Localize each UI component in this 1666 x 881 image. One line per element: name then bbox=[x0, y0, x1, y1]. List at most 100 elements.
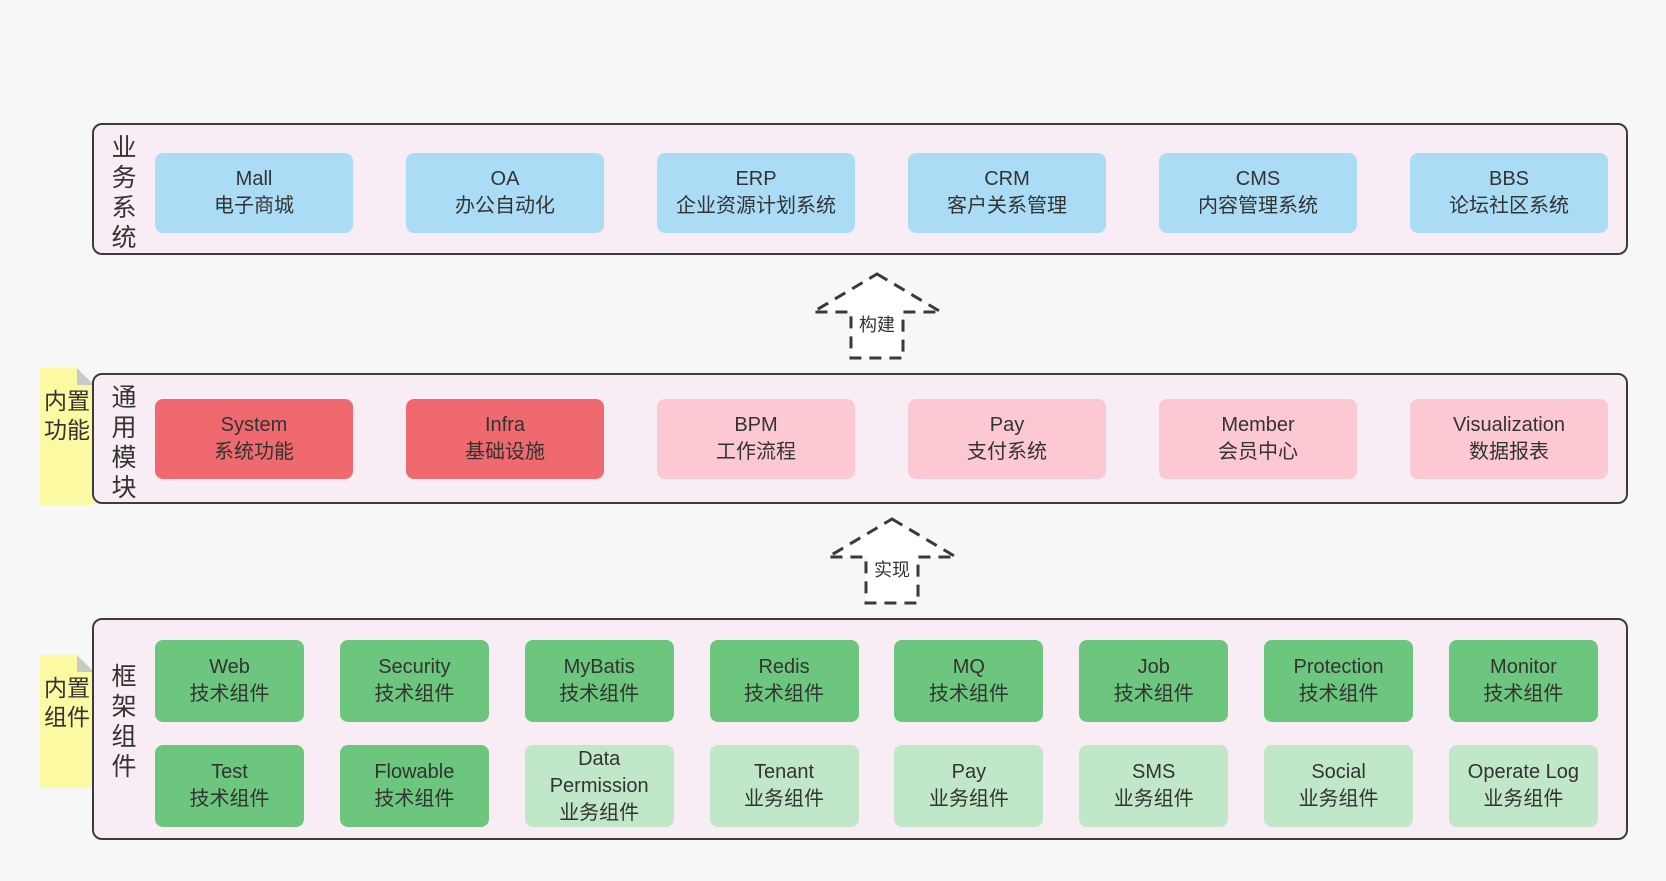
common-modules-layer: 通用模块 System 系统功能 Infra 基础设施 BPM 工作流程 Pay… bbox=[92, 373, 1628, 504]
box-oa: OA 办公自动化 bbox=[406, 153, 604, 233]
framework-components-layer: 框架组件 Web 技术组件 Security 技术组件 MyBatis 技术组件… bbox=[92, 618, 1628, 840]
built-in-components-note-label: 内置组件 bbox=[44, 675, 90, 730]
box-title: ERP bbox=[735, 168, 777, 190]
box-subtitle: 业务组件 bbox=[1483, 788, 1564, 810]
box-subtitle: 技术组件 bbox=[928, 683, 1009, 705]
box-cms: CMS 内容管理系统 bbox=[1159, 153, 1357, 233]
box-member: Member 会员中心 bbox=[1159, 399, 1357, 479]
box-protection: Protection 技术组件 bbox=[1264, 640, 1414, 722]
box-subtitle: 业务组件 bbox=[1298, 788, 1379, 810]
box-subtitle: 业务组件 bbox=[559, 801, 640, 824]
box-subtitle: 业务组件 bbox=[928, 788, 1009, 810]
box-title: Web bbox=[209, 656, 250, 678]
box-subtitle: 业务组件 bbox=[744, 788, 825, 810]
box-crm: CRM 客户关系管理 bbox=[908, 153, 1106, 233]
box-title: MyBatis bbox=[563, 656, 635, 678]
box-subtitle: 办公自动化 bbox=[455, 195, 555, 217]
box-subtitle: 基础设施 bbox=[465, 441, 545, 463]
built-in-functions-note: 内置功能 bbox=[40, 368, 94, 505]
box-title: Data Permission bbox=[549, 747, 649, 797]
box-title: Security bbox=[378, 656, 451, 678]
common-modules-row: System 系统功能 Infra 基础设施 BPM 工作流程 Pay 支付系统… bbox=[155, 399, 1608, 479]
box-title: Test bbox=[211, 761, 248, 783]
box-title: Monitor bbox=[1490, 656, 1557, 678]
business-systems-row: Mall 电子商城 OA 办公自动化 ERP 企业资源计划系统 CRM 客户关系… bbox=[155, 153, 1608, 233]
box-title: Pay bbox=[951, 761, 987, 783]
box-title: Visualization bbox=[1453, 414, 1565, 436]
box-subtitle: 技术组件 bbox=[374, 683, 455, 705]
box-mq: MQ 技术组件 bbox=[894, 640, 1044, 722]
box-monitor: Monitor 技术组件 bbox=[1448, 640, 1598, 722]
business-systems-layer-label: 业务系统 bbox=[111, 134, 137, 252]
box-subtitle: 技术组件 bbox=[559, 683, 640, 705]
box-operate-log: Operate Log 业务组件 bbox=[1448, 745, 1598, 827]
business-systems-layer: 业务系统 Mall 电子商城 OA 办公自动化 ERP 企业资源计划系统 CRM… bbox=[92, 123, 1628, 255]
box-redis: Redis 技术组件 bbox=[709, 640, 859, 722]
build-arrow: 构建 bbox=[810, 271, 944, 362]
box-data-permission: Data Permission 业务组件 bbox=[524, 745, 674, 827]
box-subtitle: 支付系统 bbox=[967, 441, 1047, 463]
box-subtitle: 技术组件 bbox=[1113, 683, 1194, 705]
box-title: OA bbox=[490, 168, 520, 190]
box-title: Member bbox=[1221, 414, 1295, 436]
box-title: BPM bbox=[734, 414, 778, 436]
box-sms: SMS 业务组件 bbox=[1079, 745, 1229, 827]
box-subtitle: 电子商城 bbox=[214, 195, 294, 217]
box-subtitle: 技术组件 bbox=[744, 683, 825, 705]
built-in-functions-note-label: 内置功能 bbox=[44, 388, 90, 443]
box-infra: Infra 基础设施 bbox=[406, 399, 604, 479]
box-subtitle: 技术组件 bbox=[189, 788, 270, 810]
box-title: Job bbox=[1137, 656, 1170, 678]
built-in-components-note: 内置组件 bbox=[40, 655, 94, 788]
box-social: Social 业务组件 bbox=[1264, 745, 1414, 827]
box-pay-component: Pay 业务组件 bbox=[894, 745, 1044, 827]
box-title: BBS bbox=[1488, 168, 1530, 190]
box-subtitle: 业务组件 bbox=[1113, 788, 1194, 810]
box-security: Security 技术组件 bbox=[339, 640, 489, 722]
box-title: Tenant bbox=[754, 761, 815, 783]
common-modules-layer-label: 通用模块 bbox=[111, 384, 137, 502]
box-title: MQ bbox=[952, 656, 985, 678]
box-test: Test 技术组件 bbox=[155, 745, 304, 827]
up-arrow-icon bbox=[825, 517, 959, 605]
box-title: Mall bbox=[235, 168, 273, 190]
up-arrow-icon bbox=[810, 272, 944, 360]
box-title: Redis bbox=[758, 656, 810, 678]
box-title: Operate Log bbox=[1467, 761, 1579, 783]
box-title: Social bbox=[1311, 761, 1366, 783]
build-arrow-label: 构建 bbox=[859, 315, 895, 335]
box-pay-module: Pay 支付系统 bbox=[908, 399, 1106, 479]
box-subtitle: 系统功能 bbox=[214, 441, 294, 463]
box-erp: ERP 企业资源计划系统 bbox=[657, 153, 855, 233]
box-flowable: Flowable 技术组件 bbox=[339, 745, 489, 827]
box-tenant: Tenant 业务组件 bbox=[709, 745, 859, 827]
box-subtitle: 内容管理系统 bbox=[1198, 195, 1318, 217]
box-title: Flowable bbox=[374, 761, 455, 783]
box-subtitle: 技术组件 bbox=[189, 683, 270, 705]
box-mybatis: MyBatis 技术组件 bbox=[524, 640, 674, 722]
box-visualization: Visualization 数据报表 bbox=[1410, 399, 1608, 479]
box-bpm: BPM 工作流程 bbox=[657, 399, 855, 479]
box-title: SMS bbox=[1132, 761, 1176, 783]
box-subtitle: 技术组件 bbox=[1298, 683, 1379, 705]
box-title: CMS bbox=[1235, 168, 1281, 190]
box-mall: Mall 电子商城 bbox=[155, 153, 353, 233]
framework-components-row-1: Web 技术组件 Security 技术组件 MyBatis 技术组件 Redi… bbox=[155, 640, 1598, 722]
box-subtitle: 客户关系管理 bbox=[947, 195, 1067, 217]
box-bbs: BBS 论坛社区系统 bbox=[1410, 153, 1608, 233]
box-subtitle: 企业资源计划系统 bbox=[676, 195, 836, 217]
framework-components-layer-label: 框架组件 bbox=[111, 663, 137, 781]
box-subtitle: 工作流程 bbox=[716, 441, 796, 463]
box-title: Protection bbox=[1293, 656, 1384, 678]
box-subtitle: 数据报表 bbox=[1469, 441, 1549, 463]
framework-components-row-2: Test 技术组件 Flowable 技术组件 Data Permission … bbox=[155, 745, 1598, 827]
implement-arrow-label: 实现 bbox=[874, 560, 910, 580]
box-subtitle: 技术组件 bbox=[374, 788, 455, 810]
box-job: Job 技术组件 bbox=[1079, 640, 1229, 722]
box-title: Infra bbox=[484, 414, 526, 436]
box-title: Pay bbox=[989, 414, 1025, 436]
box-web: Web 技术组件 bbox=[155, 640, 304, 722]
box-subtitle: 论坛社区系统 bbox=[1449, 195, 1569, 217]
implement-arrow: 实现 bbox=[825, 516, 959, 607]
box-system: System 系统功能 bbox=[155, 399, 353, 479]
